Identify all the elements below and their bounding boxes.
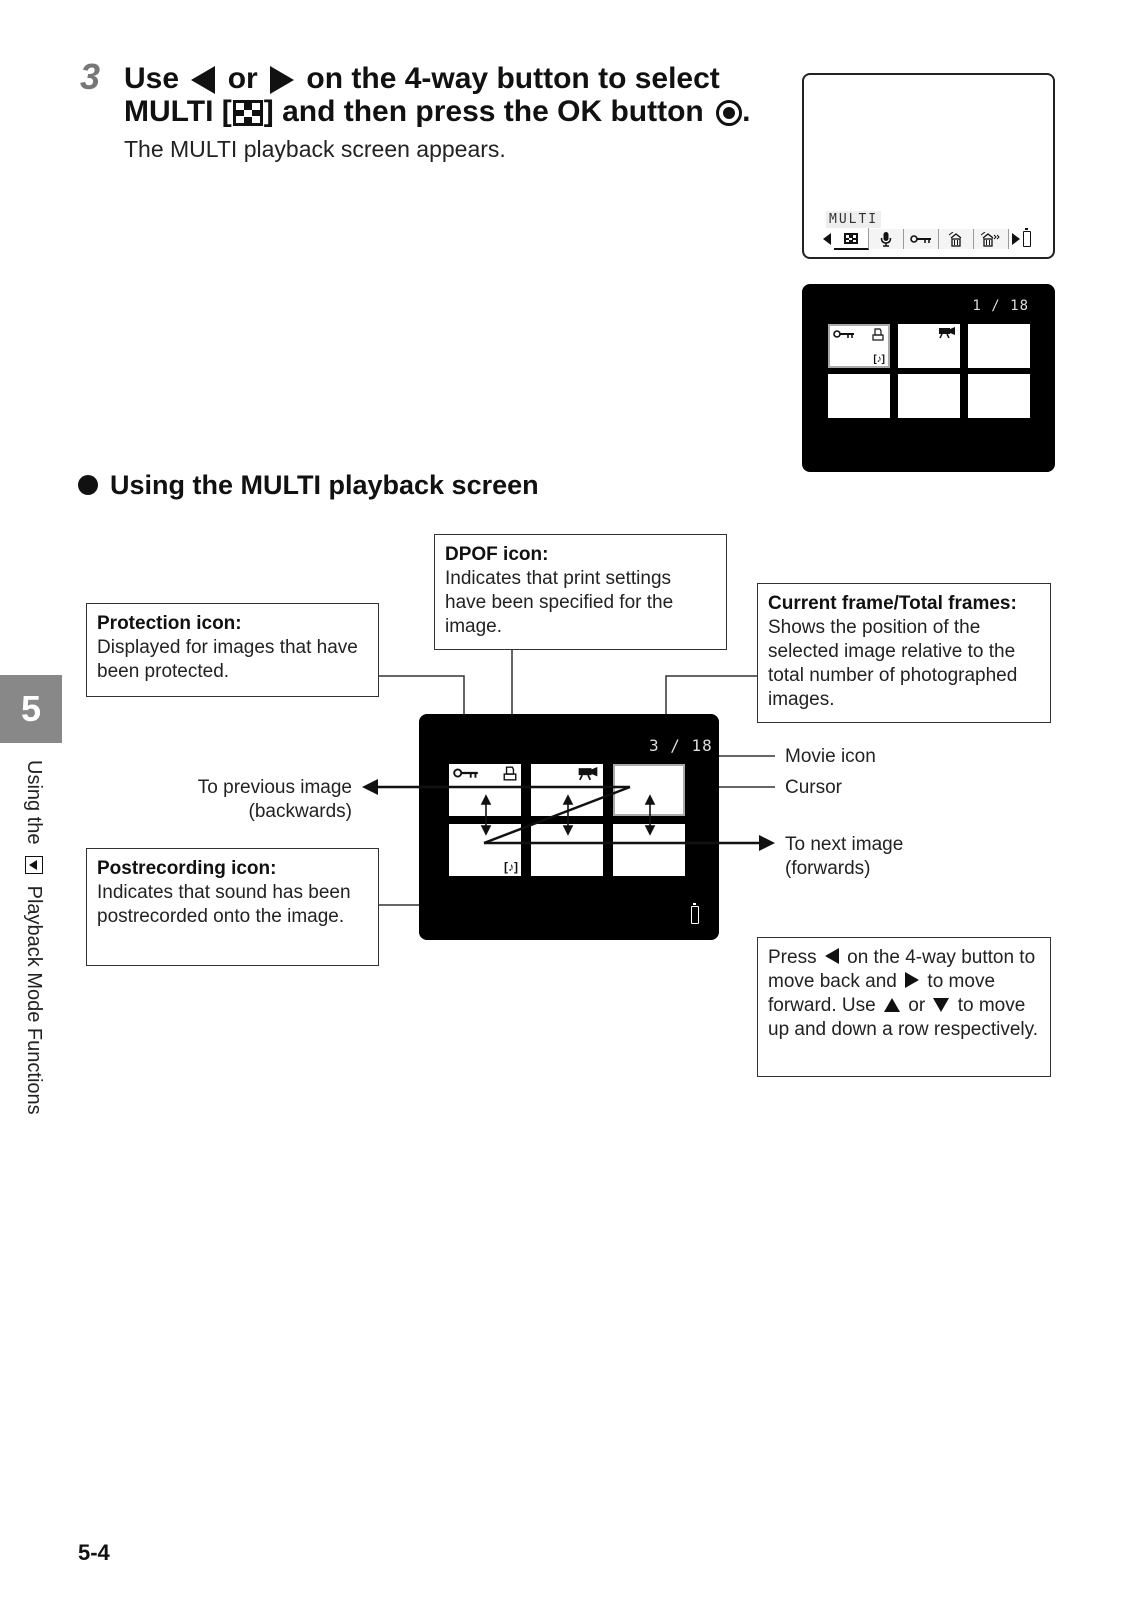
movie-camera-icon xyxy=(578,767,598,781)
callout-title: Postrecording icon: xyxy=(97,858,277,879)
menu-item-multi xyxy=(834,228,869,250)
prev-arrowhead-icon xyxy=(362,779,378,795)
next-arrowhead-icon xyxy=(759,835,775,851)
note-text: Press xyxy=(768,947,817,968)
note-text: or xyxy=(908,995,926,1016)
callout-title: DPOF icon: xyxy=(445,544,549,565)
menu-item-erase-all xyxy=(974,229,1009,249)
step-title-text: MULTI [ xyxy=(124,95,232,128)
thumbnail xyxy=(898,374,960,418)
camera-screen-menu: MULTI xyxy=(802,73,1055,259)
callout-text: Shows the position of the selected image… xyxy=(768,617,1018,710)
callout-title: Protection icon: xyxy=(97,613,242,634)
battery-icon xyxy=(691,903,699,924)
chapter-title-text: Playback Mode Functions xyxy=(23,885,45,1115)
thumbnail xyxy=(968,374,1030,418)
step-number: 3 xyxy=(80,56,101,97)
right-arrow-icon xyxy=(905,972,920,988)
callout-title: Current frame/Total frames: xyxy=(768,593,1017,614)
menu-item-protect xyxy=(904,229,939,249)
thumbnail xyxy=(828,374,890,418)
trash-all-icon xyxy=(980,231,1000,247)
navigation-note-box: Press on the 4-way button to move back a… xyxy=(757,937,1051,1077)
dpof-print-icon xyxy=(872,328,884,341)
callout-frames: Current frame/Total frames: Shows the po… xyxy=(757,583,1051,723)
callout-postrec: Postrecording icon: Indicates that sound… xyxy=(86,848,379,966)
label-cursor: Cursor xyxy=(785,777,843,798)
chapter-title: Using the Playback Mode Functions xyxy=(22,760,45,1115)
microphone-icon xyxy=(880,232,892,247)
callout-text: Displayed for images that have been prot… xyxy=(97,637,358,682)
step-title-text: or xyxy=(227,62,258,95)
label-line: To previous image xyxy=(197,777,352,798)
thumbnail xyxy=(531,764,603,816)
callout-dpof: DPOF icon: Indicates that print settings… xyxy=(434,534,727,650)
label-line: To next image xyxy=(785,834,904,855)
section-title: Using the MULTI playback screen xyxy=(110,470,539,500)
multi-grid-icon xyxy=(232,100,263,127)
up-arrow-icon xyxy=(883,998,900,1012)
callout-text: Indicates that sound has been postrecord… xyxy=(97,882,351,927)
down-arrow-icon xyxy=(933,998,950,1012)
menu-item-erase-single xyxy=(939,229,974,249)
step-title: Use or on the 4-way button to select MUL… xyxy=(124,62,784,128)
section-heading: Using the MULTI playback screen xyxy=(78,470,539,501)
trash-single-icon xyxy=(948,231,962,247)
note-text: to move up and down a row respectively. xyxy=(768,995,1039,1040)
menu-item-postrecord xyxy=(869,229,904,249)
postrecord-sound-icon: [♪] xyxy=(504,860,518,874)
page-number: 5-4 xyxy=(78,1540,110,1565)
battery-icon xyxy=(788,271,796,290)
step-title-period: . xyxy=(742,95,751,128)
chapter-title-text: Using the xyxy=(23,760,45,845)
multi-grid-icon xyxy=(844,232,858,244)
callout-protection: Protection icon: Displayed for images th… xyxy=(86,603,379,697)
left-arrow-icon xyxy=(191,66,216,95)
playback-menu-bar xyxy=(820,228,1031,250)
frame-counter: 3 / 18 xyxy=(649,736,713,755)
key-protect-icon xyxy=(453,768,478,778)
menu-right-arrow-icon xyxy=(1012,233,1020,245)
camera-screen-multi: 1 / 18 [♪] xyxy=(788,271,1055,472)
ok-button-icon xyxy=(716,100,743,127)
thumbnail: [♪] xyxy=(828,324,890,368)
mode-label: MULTI xyxy=(826,211,882,228)
bullet-icon xyxy=(78,475,98,495)
menu-left-arrow-icon xyxy=(823,233,831,245)
right-arrow-icon xyxy=(270,66,295,95)
step-title-text: Use xyxy=(124,62,180,95)
label-prev-image: To previous image (backwards) xyxy=(150,776,352,824)
key-protect-icon xyxy=(910,235,931,243)
step-title-text: on the 4-way button to select xyxy=(306,62,720,95)
chapter-tab: 5 xyxy=(0,675,62,743)
left-arrow-icon xyxy=(824,948,839,964)
label-movie-icon: Movie icon xyxy=(785,746,876,767)
step-description: The MULTI playback screen appears. xyxy=(124,136,506,162)
callout-text: Indicates that print settings have been … xyxy=(445,568,674,637)
dpof-print-icon xyxy=(503,766,517,781)
note-text: on the 4-way button to move back and xyxy=(768,947,1036,992)
key-protect-icon xyxy=(833,330,854,338)
battery-icon xyxy=(1023,228,1031,247)
thumbnail xyxy=(449,764,521,816)
label-next-image: To next image (forwards) xyxy=(785,833,903,881)
step-title-text: ] and then press the OK button xyxy=(263,95,704,128)
label-line: (forwards) xyxy=(785,858,871,879)
postrecord-sound-icon: [♪] xyxy=(873,354,885,365)
note-text: to move forward. Use xyxy=(768,971,996,1016)
thumbnail xyxy=(968,324,1030,368)
movie-camera-icon xyxy=(939,327,955,339)
up-down-arrows xyxy=(480,794,656,836)
playback-mode-icon xyxy=(25,856,43,875)
label-line: (backwards) xyxy=(248,801,352,822)
zigzag-line xyxy=(483,785,631,845)
thumbnail xyxy=(898,324,960,368)
frame-counter: 1 / 18 xyxy=(972,298,1029,314)
